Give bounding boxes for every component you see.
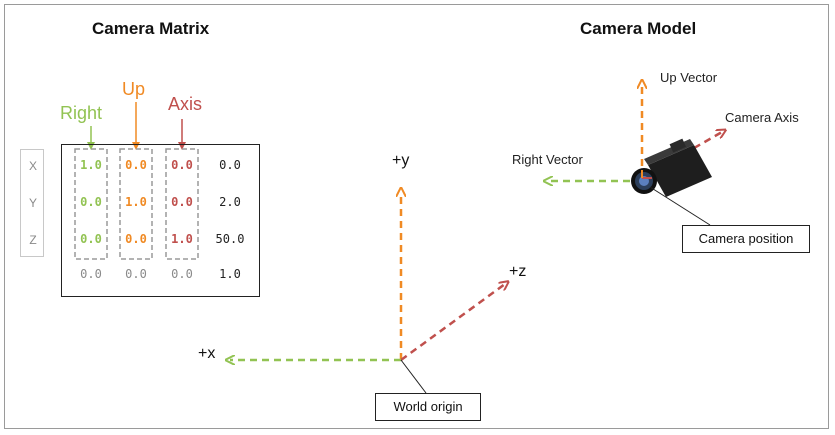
matrix-cell: 0.0 bbox=[171, 267, 193, 281]
camera-position-leader bbox=[649, 186, 711, 226]
matrix-cell: 2.0 bbox=[219, 195, 241, 209]
up-column-label: Up bbox=[122, 79, 146, 99]
world-origin-leader bbox=[400, 359, 427, 394]
matrix-row-labels: X Y Z bbox=[20, 149, 44, 257]
matrix-cell: 0.0 bbox=[125, 267, 147, 281]
camera-axis-label: Camera Axis bbox=[725, 110, 799, 125]
world-y-label: +y bbox=[392, 152, 410, 169]
matrix-cell: 0.0 bbox=[125, 232, 147, 246]
world-z-label: +z bbox=[509, 263, 527, 280]
right-column-label: Right bbox=[60, 103, 103, 123]
camera-matrix: 1.0 0.0 0.0 0.0 0.0 1.0 0.0 2.0 0.0 0.0 … bbox=[61, 144, 260, 297]
row-label-z: Z bbox=[29, 233, 37, 247]
right-vector-label: Right Vector bbox=[512, 152, 583, 167]
camera-position-callout: Camera position bbox=[682, 225, 810, 253]
camera-matrix-title: Camera Matrix bbox=[92, 19, 210, 38]
row-label-x: X bbox=[28, 159, 37, 173]
axis-column-label: Axis bbox=[168, 94, 203, 114]
matrix-cell: 0.0 bbox=[80, 232, 102, 246]
axis-column-highlight bbox=[165, 148, 199, 260]
world-z-axis bbox=[400, 284, 505, 362]
matrix-cell: 0.0 bbox=[80, 195, 102, 209]
matrix-cell: 0.0 bbox=[125, 158, 147, 172]
matrix-cell: 0.0 bbox=[171, 195, 193, 209]
matrix-cell: 1.0 bbox=[80, 158, 102, 172]
camera-icon bbox=[631, 138, 712, 197]
up-vector-label: Up Vector bbox=[660, 70, 718, 85]
matrix-cell: 0.0 bbox=[219, 158, 241, 172]
matrix-cell: 50.0 bbox=[215, 232, 245, 246]
world-origin-callout: World origin bbox=[375, 393, 481, 421]
camera-model-title: Camera Model bbox=[580, 19, 697, 38]
matrix-cell: 0.0 bbox=[80, 267, 102, 281]
up-column-highlight bbox=[119, 148, 153, 260]
row-label-y: Y bbox=[28, 196, 37, 210]
right-column-highlight bbox=[74, 148, 108, 260]
matrix-cell: 0.0 bbox=[171, 158, 193, 172]
diagram-frame bbox=[4, 4, 829, 429]
world-x-label: +x bbox=[198, 345, 216, 362]
matrix-cell: 1.0 bbox=[219, 267, 241, 281]
matrix-cell: 1.0 bbox=[125, 195, 147, 209]
matrix-cell: 1.0 bbox=[171, 232, 193, 246]
